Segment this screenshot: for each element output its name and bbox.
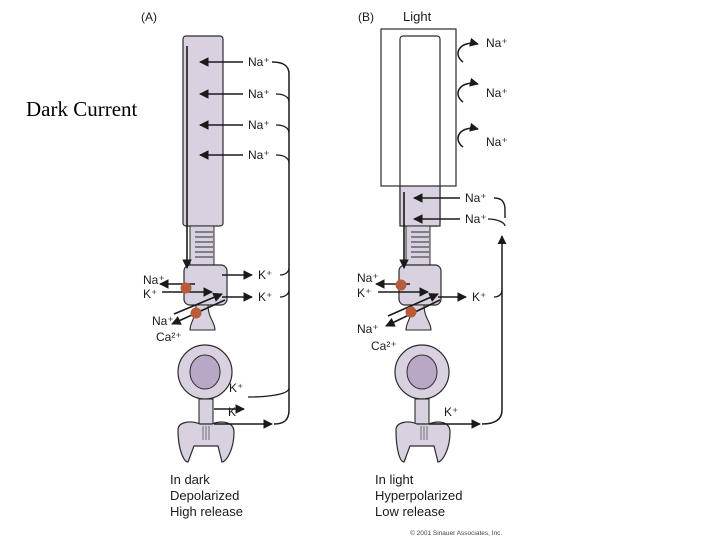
nucleus-a bbox=[189, 354, 221, 390]
left-k-label-a: K⁺ bbox=[143, 287, 157, 301]
current-loop-a bbox=[271, 61, 290, 425]
current-loop-b bbox=[481, 235, 507, 425]
k-efflux-arrows-a bbox=[214, 270, 273, 429]
na-blocked-arrows-b bbox=[457, 37, 479, 148]
loop-branch-b bbox=[487, 218, 506, 227]
exchanger-dot-b1 bbox=[395, 279, 407, 291]
caption-b-line3: Low release bbox=[375, 504, 445, 519]
loop-k-branch-b bbox=[493, 289, 503, 298]
k-efflux-arrows-b bbox=[429, 292, 481, 429]
panel-a: (A) bbox=[141, 10, 290, 519]
panel-b: (B) Light bbox=[357, 9, 508, 519]
rod-cell-b bbox=[394, 35, 451, 463]
na-label-a4: Na⁺ bbox=[248, 148, 270, 162]
caption-a-line2: Depolarized bbox=[170, 488, 239, 503]
cilium-a bbox=[189, 225, 215, 267]
slide-title: Dark Current bbox=[26, 97, 138, 121]
k-label-b2: K⁺ bbox=[444, 405, 458, 419]
na-label-a2: Na⁺ bbox=[248, 87, 270, 101]
curve-na-label-b1: Na⁺ bbox=[486, 36, 508, 50]
exchanger-dot-a2 bbox=[190, 307, 202, 319]
synaptic-terminal-a bbox=[177, 421, 235, 463]
panel-b-label: (B) bbox=[358, 10, 374, 24]
synaptic-terminal-b bbox=[395, 421, 451, 463]
vesicles-a bbox=[202, 426, 210, 440]
left-k-label-b: K⁺ bbox=[357, 286, 371, 300]
left-na-label-a: Na⁺ bbox=[143, 273, 165, 287]
k-label-a1: K⁺ bbox=[258, 268, 272, 282]
left-na2-label-a: Na⁺ bbox=[152, 314, 174, 328]
caption-a-line1: In dark bbox=[170, 472, 210, 487]
axon-a bbox=[198, 398, 214, 425]
exchanger-dot-a1 bbox=[180, 282, 192, 294]
exchanger-dot-b2 bbox=[405, 306, 417, 318]
ca-label-b: Ca²⁺ bbox=[371, 339, 397, 353]
inner-na-label-b1: Na⁺ bbox=[465, 191, 487, 205]
caption-b-line2: Hyperpolarized bbox=[375, 488, 462, 503]
rod-cell-a bbox=[177, 35, 235, 463]
inner-na-label-b2: Na⁺ bbox=[465, 212, 487, 226]
k-label-b1: K⁺ bbox=[472, 290, 486, 304]
ca-label-a: Ca²⁺ bbox=[156, 330, 182, 344]
left-na2-label-b: Na⁺ bbox=[357, 322, 379, 336]
caption-a-line3: High release bbox=[170, 504, 243, 519]
k-label-a4: K⁺ bbox=[228, 405, 242, 419]
panel-a-label: (A) bbox=[141, 10, 157, 24]
loop-top-b bbox=[493, 197, 506, 218]
outer-segment-a bbox=[182, 35, 224, 227]
curve-na-label-b2: Na⁺ bbox=[486, 86, 508, 100]
vesicles-b bbox=[420, 426, 428, 440]
caption-b-line1: In light bbox=[375, 472, 414, 487]
k-label-a3: K⁺ bbox=[229, 381, 243, 395]
na-influx-arrows-a bbox=[199, 57, 243, 160]
disc-stack-b bbox=[411, 231, 429, 258]
nucleus-b bbox=[406, 354, 438, 390]
k-label-a2: K⁺ bbox=[258, 290, 272, 304]
outer-segment-b-base bbox=[399, 185, 441, 227]
axon-b bbox=[414, 398, 430, 425]
curve-na-label-b3: Na⁺ bbox=[486, 135, 508, 149]
loop-branches-a bbox=[247, 93, 290, 398]
left-na-label-b: Na⁺ bbox=[357, 271, 379, 285]
copyright: © 2001 Sinauer Associates, Inc. bbox=[410, 529, 502, 537]
na-label-a3: Na⁺ bbox=[248, 118, 270, 132]
disc-stack-a bbox=[195, 231, 213, 258]
na-influx-arrows-b bbox=[413, 193, 460, 224]
na-label-a1: Na⁺ bbox=[248, 55, 270, 69]
light-label: Light bbox=[403, 9, 432, 24]
cilium-b bbox=[405, 225, 431, 267]
